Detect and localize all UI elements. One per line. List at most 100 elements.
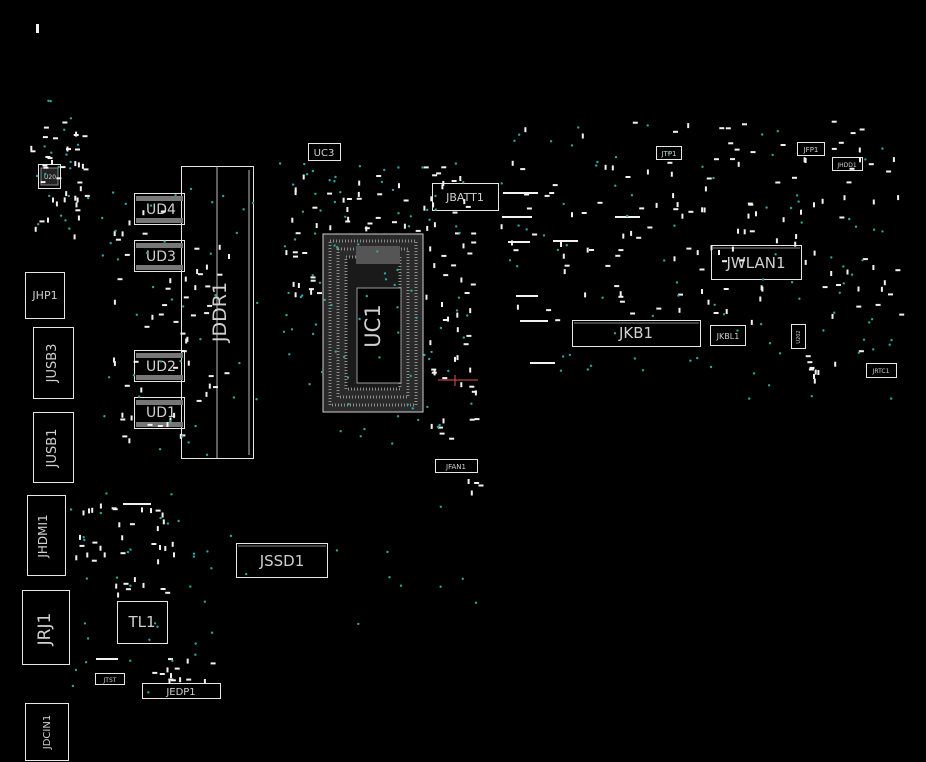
connector-jusb3[interactable]: JUSB3 — [33, 327, 74, 399]
connector-jkbl1[interactable]: JKBL1 — [710, 325, 746, 346]
via — [359, 435, 362, 438]
jkb1-label: JKB1 — [618, 324, 653, 342]
via — [601, 296, 604, 299]
smd-pad — [722, 260, 727, 263]
smd-pad — [151, 314, 154, 320]
smd-pad — [619, 291, 622, 297]
smd-pad — [725, 309, 728, 314]
connector-jfan1[interactable]: JFAN1 — [435, 459, 478, 473]
smd-pad — [113, 361, 116, 367]
memory-chip-ud2[interactable]: UD2 — [134, 350, 185, 382]
connector-jtst[interactable]: JTST — [95, 673, 125, 685]
smd-pad — [187, 360, 190, 366]
smd-pad — [196, 399, 202, 402]
smd-pad — [804, 259, 807, 265]
smd-pad — [86, 552, 89, 558]
smd-pad — [285, 250, 288, 256]
smd-pad — [205, 391, 208, 397]
smd-pad — [880, 286, 883, 292]
via — [383, 272, 387, 275]
via — [192, 552, 196, 555]
smd-pad — [433, 222, 436, 228]
jfp1-label: JFP1 — [803, 146, 819, 154]
connector-jhp1[interactable]: JHP1 — [25, 272, 65, 319]
smd-pad — [169, 417, 172, 423]
smd-pad — [856, 305, 862, 308]
smd-pad — [460, 277, 463, 283]
smd-pad — [425, 294, 428, 300]
memory-chip-ud1[interactable]: UD1 — [134, 397, 185, 429]
via — [462, 181, 465, 184]
connector-jusb1[interactable]: JUSB1 — [33, 412, 74, 483]
smd-pad — [42, 164, 48, 167]
connector-jrj1[interactable]: JRJ1 — [22, 590, 70, 665]
jddr1-dimm-slot[interactable]: JDDR1 — [181, 166, 254, 459]
smd-pad — [730, 158, 735, 161]
smd-pad — [162, 519, 165, 525]
via — [132, 374, 136, 377]
smd-pad — [377, 193, 383, 196]
via — [462, 336, 465, 339]
smd-pad — [186, 658, 189, 664]
connector-jhdd1[interactable]: JHDD1 — [832, 157, 863, 171]
smd-pad — [170, 679, 176, 682]
via — [800, 221, 803, 224]
via — [305, 173, 309, 176]
smd-pad — [120, 418, 126, 421]
smd-pad — [194, 285, 197, 291]
jhp1-label: JHP1 — [31, 289, 57, 302]
smd-pad — [74, 195, 77, 201]
smd-pad — [142, 210, 145, 216]
smd-pad — [310, 289, 313, 295]
connector-jbatt1[interactable]: JBATT1 — [432, 183, 499, 211]
smd-pad — [632, 121, 638, 124]
smd-pad — [723, 288, 729, 290]
via — [205, 453, 209, 456]
memory-chip-ud3[interactable]: UD3 — [134, 240, 185, 272]
via — [439, 326, 443, 330]
chip-u20[interactable]: U20 — [38, 164, 61, 189]
smd-pad — [673, 256, 676, 262]
cpu-uc1[interactable]: UC1 — [322, 233, 424, 413]
smd-pad — [630, 230, 633, 236]
smd-pad — [158, 313, 164, 316]
via — [138, 395, 141, 398]
via — [423, 353, 426, 357]
memory-chip-ud4[interactable]: UD4 — [134, 193, 185, 225]
connector-jedp1[interactable]: JEDP1 — [142, 683, 221, 699]
connector-jwlan1[interactable]: JWLAN1 — [711, 245, 802, 280]
via — [334, 175, 337, 179]
smd-pad — [186, 336, 189, 342]
connector-jssd1[interactable]: JSSD1 — [236, 543, 328, 578]
via — [646, 124, 649, 127]
connector-jkb1[interactable]: JKB1 — [572, 320, 701, 347]
via — [187, 441, 190, 444]
chip-uc3[interactable]: UC3 — [308, 143, 341, 161]
via — [314, 192, 317, 195]
smd-pad — [423, 166, 429, 169]
smd-pad — [792, 176, 797, 179]
connector-jrtc1[interactable]: JRTC1 — [866, 363, 897, 378]
smd-pad — [43, 166, 49, 169]
connector-jdcin1[interactable]: JDCIN1 — [25, 703, 69, 761]
connector-jfp1[interactable]: JFP1 — [797, 142, 825, 156]
smd-pad — [103, 552, 106, 558]
smd-pad — [117, 592, 120, 598]
smd-pad — [75, 202, 78, 208]
via — [391, 188, 395, 192]
smd-pad — [170, 673, 172, 679]
via — [177, 519, 180, 523]
via — [48, 194, 51, 198]
via — [508, 259, 512, 262]
smd-pad — [147, 423, 153, 426]
via — [71, 684, 75, 688]
jhdmi1-label: JHDMI1 — [36, 514, 50, 558]
jfan1-label: JFAN1 — [445, 463, 466, 471]
edge-pad — [36, 24, 39, 33]
via — [399, 584, 403, 587]
connector-jhdmi1[interactable]: JHDMI1 — [27, 495, 66, 576]
transformer-tl1[interactable]: TL1 — [117, 601, 168, 644]
chip-u202[interactable]: U202 — [791, 324, 806, 349]
via — [428, 357, 431, 361]
smd-pad — [180, 434, 186, 437]
